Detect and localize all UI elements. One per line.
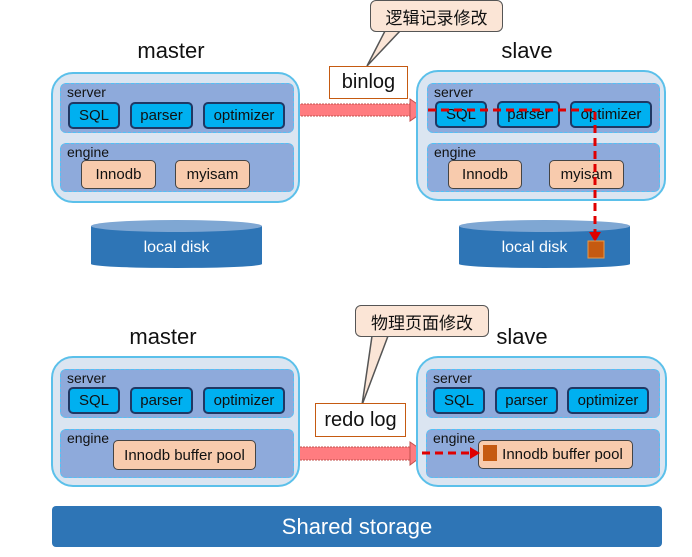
engine-label: engine xyxy=(67,430,110,446)
master-sql: SQL xyxy=(68,102,120,129)
master-innodb: Innodb xyxy=(81,160,156,189)
server-label: server xyxy=(67,84,106,100)
arrowhead-icon xyxy=(470,447,480,459)
master-title: master xyxy=(137,38,205,63)
master-sql: SQL xyxy=(68,387,120,414)
callout-logical-change: 逻辑记录修改 xyxy=(370,0,503,32)
slave-optimizer: optimizer xyxy=(567,387,649,414)
slave-myisam: myisam xyxy=(549,160,624,189)
master-parser: parser xyxy=(130,387,193,414)
disk-label: local disk xyxy=(501,239,568,256)
server-label: server xyxy=(433,370,472,386)
master-buffer-pool: Innodb buffer pool xyxy=(113,440,256,470)
slave-title: slave xyxy=(496,324,548,349)
master-title: master xyxy=(129,324,197,349)
buffer-page-marker xyxy=(483,445,497,461)
master-parser: parser xyxy=(130,102,193,129)
slave-parser: parser xyxy=(495,387,558,414)
engine-label: engine xyxy=(67,144,110,160)
disk-label: local disk xyxy=(143,239,210,256)
redo-log-box: redo log xyxy=(315,403,406,437)
disk-page-marker xyxy=(587,240,605,259)
master-optimizer: optimizer xyxy=(203,102,285,129)
master-optimizer: optimizer xyxy=(203,387,285,414)
slave-buffer-pool: Innodb buffer pool xyxy=(478,440,633,469)
server-label: server xyxy=(67,370,106,386)
slave-title: slave xyxy=(501,38,553,63)
slave-innodb: Innodb xyxy=(448,160,522,189)
slave-sql: SQL xyxy=(435,101,487,128)
slave-optimizer: optimizer xyxy=(570,101,652,128)
engine-label: engine xyxy=(433,430,476,446)
master-myisam: myisam xyxy=(175,160,250,189)
shared-storage: Shared storage xyxy=(52,506,662,547)
master-local-disk: local disk xyxy=(91,220,262,268)
apply-path-top xyxy=(428,108,597,236)
binlog-box: binlog xyxy=(329,66,408,99)
callout-physical-page-change: 物理页面修改 xyxy=(355,305,489,337)
engine-label: engine xyxy=(434,144,477,160)
server-label: server xyxy=(434,84,473,100)
slave-sql: SQL xyxy=(433,387,485,414)
arrowhead-icon xyxy=(589,232,601,242)
